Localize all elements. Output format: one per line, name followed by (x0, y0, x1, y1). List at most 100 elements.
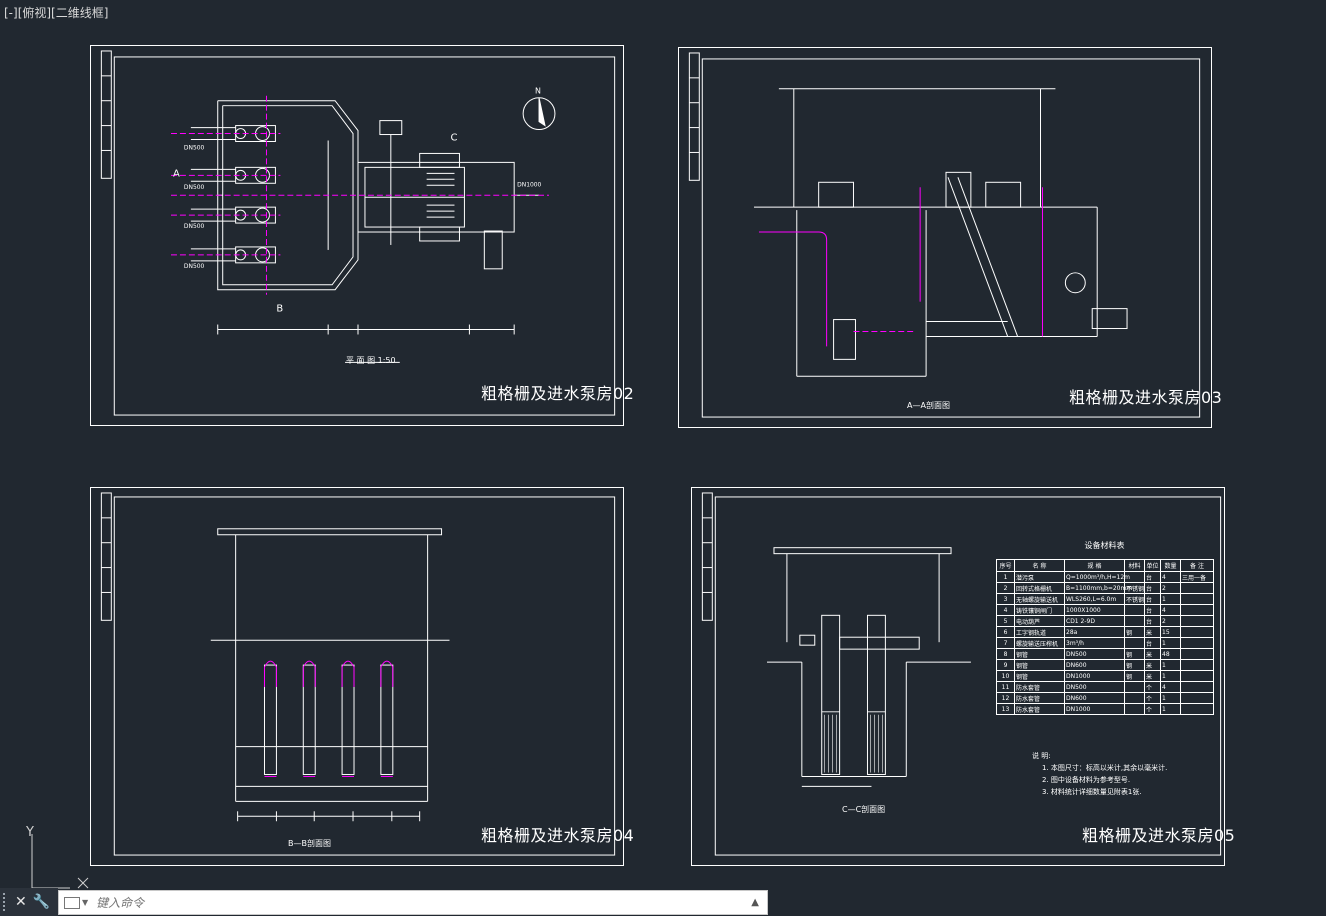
table-cell: 钢 (1124, 670, 1145, 682)
table-cell: DN500 (1064, 681, 1125, 693)
table-cell: 10 (996, 670, 1015, 682)
table-cell: 台 (1144, 593, 1161, 605)
wrench-icon[interactable]: 🔧 (32, 894, 51, 910)
table-cell: 无轴螺旋输送机 (1014, 593, 1065, 605)
table-cell: 1 (1160, 637, 1181, 649)
table-cell: DN600 (1064, 692, 1125, 704)
table-header-cell: 名 称 (1014, 559, 1065, 572)
table-cell: 9 (996, 659, 1015, 671)
table-cell: 防水套管 (1014, 681, 1065, 693)
table-cell (1180, 692, 1214, 704)
table-cell (1124, 692, 1145, 704)
sheet-title: 粗格栅及进水泵房03 (1069, 388, 1223, 407)
table-cell: 米 (1144, 670, 1161, 682)
table-cell: 2 (1160, 615, 1181, 627)
table-cell: 48 (1160, 648, 1181, 660)
table-cell: WLS260,L=6.0m (1064, 593, 1125, 605)
table-cell (1180, 626, 1214, 638)
table-cell: 台 (1144, 571, 1161, 583)
pipe-size-label: DN500 (184, 263, 205, 270)
ucs-y-label: Y (25, 825, 34, 840)
ucs-icon: Y (10, 820, 100, 895)
section-c-drawing (701, 492, 1222, 856)
table-cell (1180, 703, 1214, 715)
command-line-bar: ✕ 🔧 ▼ ▲ (0, 888, 770, 916)
table-cell: DN1000 (1064, 670, 1125, 682)
table-cell: 4 (996, 604, 1015, 616)
viewport-controls-label[interactable]: [-][俯视][二维线框] (4, 6, 109, 20)
table-cell: 3 (996, 593, 1015, 605)
table-cell: 4 (1160, 604, 1181, 616)
view-label: B—B剖面图 (288, 839, 331, 848)
table-cell: DN1000 (1064, 703, 1125, 715)
table-cell: 台 (1144, 615, 1161, 627)
table-cell: DN600 (1064, 659, 1125, 671)
table-cell: 个 (1144, 703, 1161, 715)
command-prompt-icon[interactable] (64, 896, 80, 909)
table-cell: 钢管 (1014, 670, 1065, 682)
table-header-cell: 规 格 (1064, 559, 1125, 572)
table-cell: 米 (1144, 659, 1161, 671)
chevron-down-icon[interactable]: ▼ (82, 898, 89, 907)
equipment-table-title: 设备材料表 (1084, 541, 1125, 550)
table-cell: 1 (1160, 703, 1181, 715)
table-cell (1124, 681, 1145, 693)
table-cell (1180, 604, 1214, 616)
table-cell: 潜污泵 (1014, 571, 1065, 583)
table-cell (1180, 648, 1214, 660)
table-cell: 个 (1144, 681, 1161, 693)
table-cell: B=1100mm,b=20mm (1064, 582, 1133, 594)
table-header-cell: 序号 (996, 559, 1015, 572)
table-header-cell: 数量 (1160, 559, 1181, 572)
table-cell: 5 (996, 615, 1015, 627)
pipe-size-label: DN500 (184, 144, 205, 151)
table-cell: 台 (1144, 582, 1161, 594)
table-cell (1124, 615, 1145, 627)
table-cell: 15 (1160, 626, 1181, 638)
drawing-sheet-04: B—B剖面图 粗格栅及进水泵房04 (90, 487, 634, 866)
table-cell: 钢 (1124, 626, 1145, 638)
note-item: 1. 本图尺寸：标高以米计,其余以毫米计. (1042, 764, 1168, 772)
table-cell (1180, 593, 1214, 605)
table-cell: 钢管 (1014, 659, 1065, 671)
table-cell: 1 (1160, 593, 1181, 605)
close-icon[interactable]: ✕ (15, 894, 27, 910)
table-cell: 4 (1160, 571, 1181, 583)
table-cell: 7 (996, 637, 1015, 649)
table-cell: 螺旋输送压榨机 (1014, 637, 1065, 649)
table-cell (1180, 582, 1214, 594)
pipe-size-label: DN500 (184, 184, 205, 191)
view-label: A—A剖面图 (907, 401, 950, 410)
command-input[interactable] (94, 891, 752, 914)
table-header-cell: 备 注 (1180, 559, 1214, 572)
outlet-pipe-label: DN1000 (517, 181, 541, 188)
table-cell: CD1 2-9D (1064, 615, 1125, 627)
section-a-marker: A (173, 168, 180, 179)
table-cell: 台 (1144, 637, 1161, 649)
table-cell: 钢 (1124, 659, 1145, 671)
sheet-title: 粗格栅及进水泵房02 (481, 384, 635, 403)
chevron-up-icon[interactable]: ▲ (751, 897, 759, 908)
table-cell: 米 (1144, 626, 1161, 638)
table-cell: 3m³/h (1064, 637, 1125, 649)
table-cell: 28a (1064, 626, 1125, 638)
drag-handle-icon[interactable] (3, 893, 9, 911)
section-c-marker: C (451, 133, 458, 144)
table-cell: 13 (996, 703, 1015, 715)
table-cell: 12 (996, 692, 1015, 704)
view-label: C—C剖面图 (842, 805, 886, 814)
table-header-cell: 材料 (1124, 559, 1145, 572)
command-line-tools: ✕ 🔧 (0, 888, 58, 916)
sheet-title: 粗格栅及进水泵房05 (1082, 826, 1236, 845)
table-header-cell: 单位 (1144, 559, 1161, 572)
table-cell: 11 (996, 681, 1015, 693)
